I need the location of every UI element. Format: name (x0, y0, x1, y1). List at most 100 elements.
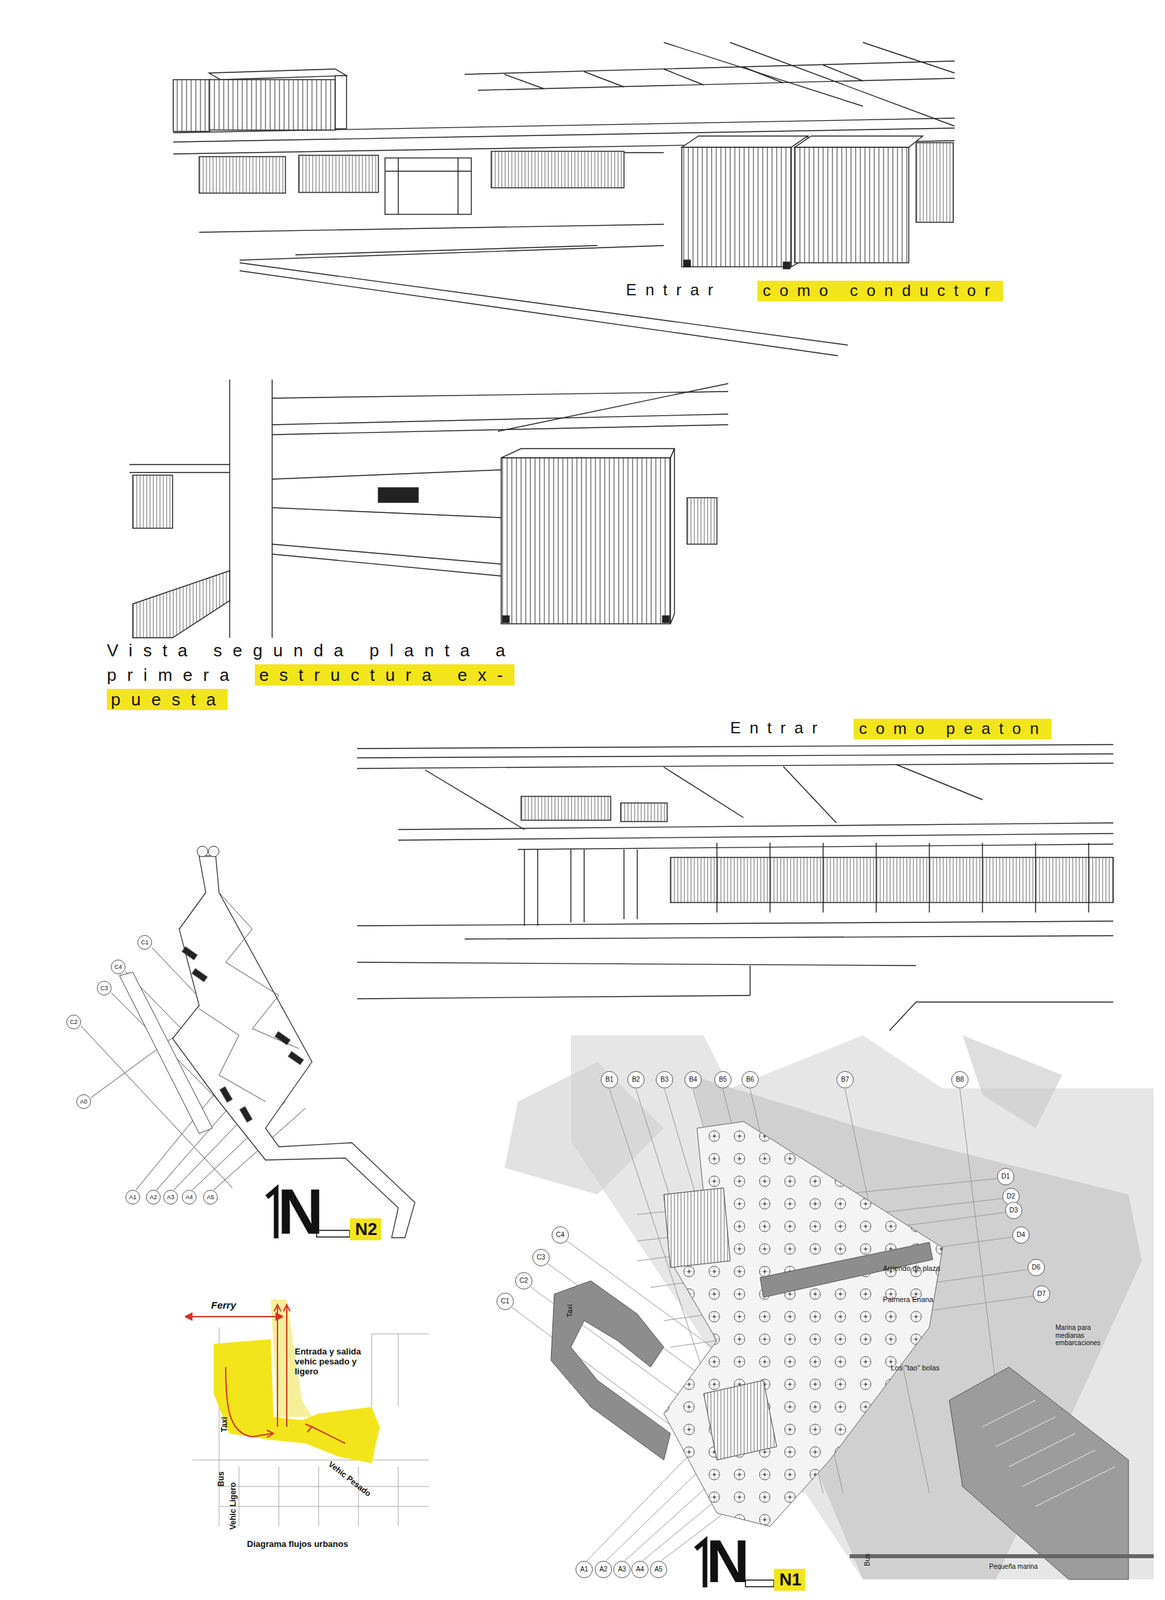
north-scale-box: N1 (774, 1569, 806, 1592)
line-shape (497, 383, 729, 432)
line-shape (398, 1334, 399, 1408)
grid-bubble: A1 (125, 1190, 141, 1205)
grid-bubble: D1 (997, 1168, 1015, 1186)
polygon-shape (794, 136, 923, 148)
text-label: Bus (862, 1553, 872, 1567)
rect-shape (794, 147, 909, 263)
highlight-text: N2 (355, 1219, 378, 1241)
grid-bubble-text: A4 (631, 1561, 648, 1578)
rect-shape (683, 260, 691, 267)
grid-bubble-text: B5 (714, 1072, 731, 1088)
grid-bubble-text: A5 (650, 1561, 667, 1578)
grid-bubble-text: D7 (1033, 1286, 1050, 1303)
text-label: Marina para medianas embarcaciones (1055, 1324, 1119, 1348)
line-shape (663, 69, 704, 85)
rect-shape (662, 616, 670, 623)
line-shape (586, 1447, 698, 1562)
line-shape (523, 849, 525, 927)
grid-bubble: B1 (600, 1071, 619, 1089)
rect-shape (181, 946, 198, 960)
grid-bubble-text: A2 (146, 1190, 160, 1205)
text-label: Palmera Enana (882, 1295, 934, 1305)
line-shape (537, 849, 538, 927)
line-shape (129, 471, 230, 473)
path-shape (695, 1541, 705, 1588)
grid-bubble-text: C2 (515, 1273, 532, 1290)
line-shape (136, 1088, 220, 1191)
polygon-shape (213, 1339, 380, 1464)
line-shape (928, 843, 930, 913)
rect-shape (783, 262, 790, 269)
grid-bubble-text: C3 (533, 1249, 549, 1266)
text-label: Vehic Ligero (229, 1482, 239, 1531)
polygon-shape (209, 69, 347, 80)
line-shape (1035, 1467, 1116, 1507)
grid-bubble: A3 (613, 1561, 631, 1579)
rect-shape (670, 857, 1114, 903)
line-shape (272, 424, 729, 435)
line-shape (371, 1334, 429, 1335)
line-shape (823, 65, 863, 81)
grid-bubble: A2 (594, 1561, 613, 1579)
line-shape (783, 766, 837, 824)
line-shape (276, 1306, 279, 1428)
line-shape (982, 1400, 1036, 1428)
rect-shape (298, 155, 379, 193)
line-shape (636, 849, 638, 920)
grid-bubble-text: A1 (126, 1190, 140, 1205)
grid-bubble: B7 (836, 1071, 854, 1089)
line-shape (189, 1316, 279, 1318)
rect-shape (219, 1086, 233, 1103)
grid-bubble: C3 (532, 1249, 550, 1267)
rect-shape (335, 75, 347, 129)
grid-bubble: B8 (951, 1071, 969, 1089)
polyline-shape (266, 1430, 274, 1438)
line-shape (398, 833, 1114, 841)
line-shape (239, 245, 664, 261)
line-shape (517, 844, 1114, 850)
grid-bubble-text: C1 (138, 935, 152, 950)
rect-shape (132, 475, 173, 529)
rect-shape (173, 79, 210, 132)
line-shape (424, 770, 525, 830)
line-shape (862, 42, 955, 74)
rect-shape (687, 497, 717, 545)
grid-bubble-text: A0 (77, 1095, 91, 1109)
g-shape (982, 1400, 1116, 1507)
grid-bubble: B3 (655, 1071, 674, 1089)
line-shape (199, 224, 664, 233)
grid-bubble-text: D3 (1005, 1202, 1022, 1219)
text-label: Vehic Pesado (326, 1460, 373, 1500)
text-label: Taxi (565, 1304, 575, 1318)
line-shape (357, 754, 1114, 759)
rect-shape (521, 796, 611, 821)
grid-bubble: A1 (575, 1561, 593, 1579)
polyline-shape (199, 1009, 266, 1102)
grid-bubble: A2 (146, 1190, 161, 1205)
text-label: Pequeña marina (989, 1563, 1038, 1572)
grid-bubble: C4 (551, 1226, 569, 1244)
grid-bubble: A3 (163, 1190, 178, 1205)
grid-bubble-text: C4 (111, 960, 125, 974)
line-shape (981, 843, 983, 913)
line-shape (663, 42, 863, 107)
grid-bubble-text: C1 (497, 1293, 514, 1310)
text-label: Entrada y salida vehic pesado y ligero (294, 1347, 374, 1378)
g-shape (192, 1327, 429, 1527)
line-shape (272, 391, 729, 399)
g-shape (511, 1089, 1033, 1562)
line-shape (357, 744, 1114, 749)
line-shape (716, 843, 717, 913)
polyline-shape (274, 1305, 281, 1312)
grid-bubble-text: D1 (997, 1168, 1014, 1185)
polyline-shape (219, 892, 299, 1049)
polygon-shape (504, 1062, 664, 1195)
line-shape (822, 843, 824, 913)
urban-flow-diagram (185, 1299, 429, 1527)
grid-bubble-text: A3 (163, 1190, 178, 1205)
highlight-text: como conductor (762, 281, 1000, 301)
polyline-shape (185, 1313, 192, 1321)
line-shape (271, 379, 273, 638)
grid-bubble: B4 (684, 1071, 702, 1089)
grid-bubble-text: B1 (601, 1072, 618, 1088)
